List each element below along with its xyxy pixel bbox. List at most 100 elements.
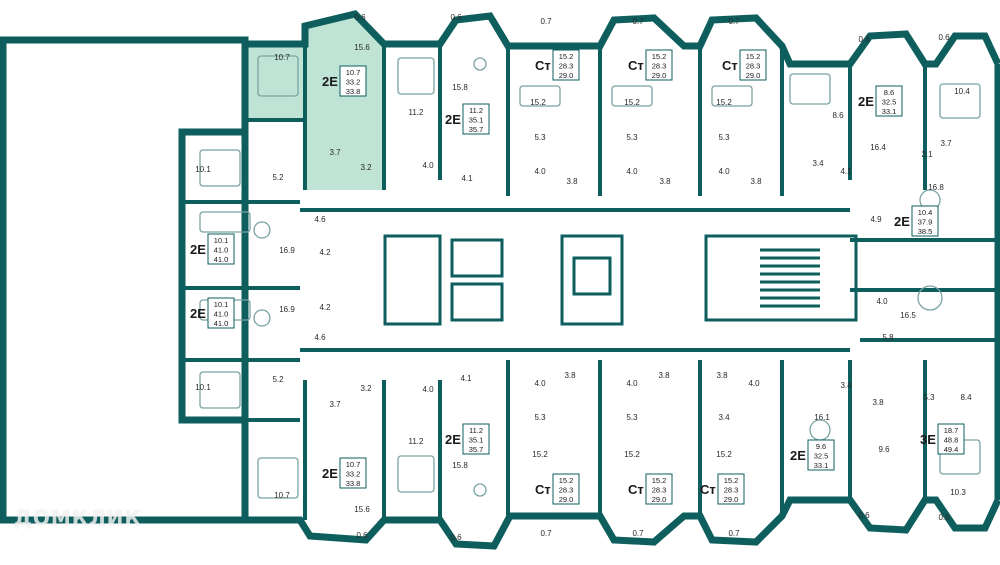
room-area-label: 0.7 bbox=[728, 529, 740, 538]
room-area-label: 0.6 bbox=[356, 531, 368, 540]
unit-total-area: 32.5 bbox=[814, 452, 829, 461]
unit-living-area: 15.2 bbox=[559, 52, 574, 61]
unit-total-area: 37.9 bbox=[918, 218, 933, 227]
unit-area-box bbox=[207, 297, 235, 329]
unit-area-with-balcony: 29.0 bbox=[559, 495, 574, 504]
unit-area-box bbox=[645, 49, 673, 81]
room-area-label: 4.6 bbox=[314, 215, 326, 224]
unit-area-box bbox=[717, 473, 745, 505]
unit-area-with-balcony: 49.4 bbox=[944, 445, 959, 454]
room-area-label: 5.8 bbox=[882, 333, 894, 342]
unit-card[interactable]: 2Е9.632.533.1 bbox=[790, 439, 835, 471]
unit-total-area: 28.3 bbox=[559, 486, 574, 495]
unit-living-area: 9.6 bbox=[816, 442, 826, 451]
room-area-label: 4.1 bbox=[460, 374, 472, 383]
unit-total-area: 28.3 bbox=[724, 486, 739, 495]
unit-type: 2Е bbox=[445, 432, 461, 447]
room-area-label: 3.8 bbox=[872, 398, 884, 407]
unit-total-area: 28.3 bbox=[746, 62, 761, 71]
room-area-label: 0.7 bbox=[632, 17, 644, 26]
unit-area-box bbox=[462, 423, 490, 455]
room-area-label: 16.5 bbox=[900, 311, 916, 320]
room-area-label: 3.4 bbox=[840, 381, 852, 390]
unit-area-with-balcony: 29.0 bbox=[724, 495, 739, 504]
unit-total-area: 32.5 bbox=[882, 98, 897, 107]
room-area-label: 3.4 bbox=[812, 159, 824, 168]
unit-living-area: 10.7 bbox=[346, 68, 361, 77]
unit-living-area: 10.1 bbox=[214, 300, 229, 309]
room-area-label: 4.0 bbox=[626, 167, 638, 176]
room-area-label: 0.6 bbox=[450, 13, 462, 22]
room-area-label: 4.2 bbox=[319, 248, 331, 257]
room-area-label: 3.7 bbox=[940, 139, 952, 148]
unit-area-with-balcony: 33.1 bbox=[882, 107, 897, 116]
room-area-label: 10.7 bbox=[274, 491, 290, 500]
room-area-label: 4.0 bbox=[876, 297, 888, 306]
unit-type: 2Е bbox=[445, 112, 461, 127]
unit-total-area: 35.1 bbox=[469, 116, 484, 125]
room-area-label: 4.1 bbox=[840, 167, 852, 176]
room-area-label: 15.8 bbox=[452, 83, 468, 92]
room-area-label: 10.7 bbox=[274, 53, 290, 62]
room-area-label: 15.6 bbox=[354, 43, 370, 52]
unit-card[interactable]: 2Е8.632.533.1 bbox=[858, 85, 903, 117]
interior-walls bbox=[182, 44, 998, 520]
room-area-label: 0.6 bbox=[858, 35, 870, 44]
unit-total-area: 33.2 bbox=[346, 78, 361, 87]
room-area-label: 0.6 bbox=[938, 513, 950, 522]
unit-area-with-balcony: 29.0 bbox=[559, 71, 574, 80]
room-area-label: 3.2 bbox=[360, 384, 372, 393]
unit-area-with-balcony: 35.7 bbox=[469, 125, 484, 134]
selected-apartment-highlight[interactable] bbox=[248, 14, 384, 190]
room-area-label: 4.0 bbox=[626, 379, 638, 388]
room-area-label: 15.2 bbox=[624, 98, 640, 107]
room-area-label: 5.3 bbox=[534, 133, 546, 142]
unit-living-area: 8.6 bbox=[884, 88, 894, 97]
room-area-label: 4.0 bbox=[718, 167, 730, 176]
unit-area-box bbox=[937, 423, 965, 455]
unit-labels: 2Е10.733.233.82Е11.235.135.7Ст15.228.329… bbox=[190, 49, 965, 505]
room-area-label: 15.2 bbox=[532, 450, 548, 459]
unit-area-box bbox=[339, 457, 367, 489]
watermark-logo: ДОМКЛИК bbox=[14, 506, 142, 530]
room-area-label: 15.2 bbox=[530, 98, 546, 107]
unit-area-box bbox=[339, 65, 367, 97]
unit-type: 3Е bbox=[920, 432, 936, 447]
unit-type: 2Е bbox=[190, 242, 206, 257]
unit-type: Ст bbox=[700, 482, 716, 497]
room-area-label: 4.0 bbox=[534, 379, 546, 388]
room-area-label: 0.7 bbox=[728, 17, 740, 26]
unit-total-area: 28.3 bbox=[652, 62, 667, 71]
room-area-label: 5.3 bbox=[626, 133, 638, 142]
room-area-label: 0.6 bbox=[354, 13, 366, 22]
unit-area-box bbox=[462, 103, 490, 135]
unit-area-with-balcony: 33.8 bbox=[346, 87, 361, 96]
unit-area-box bbox=[207, 233, 235, 265]
room-area-label: 15.8 bbox=[452, 461, 468, 470]
room-area-label: 15.2 bbox=[716, 98, 732, 107]
room-area-label: 3.8 bbox=[750, 177, 762, 186]
room-area-label: 4.6 bbox=[314, 333, 326, 342]
room-area-label: 5.2 bbox=[272, 375, 284, 384]
unit-type: Ст bbox=[628, 482, 644, 497]
unit-area-with-balcony: 33.8 bbox=[346, 479, 361, 488]
unit-type: Ст bbox=[722, 58, 738, 73]
room-area-label: 16.8 bbox=[928, 183, 944, 192]
room-area-label: 4.0 bbox=[534, 167, 546, 176]
unit-area-with-balcony: 29.0 bbox=[746, 71, 761, 80]
